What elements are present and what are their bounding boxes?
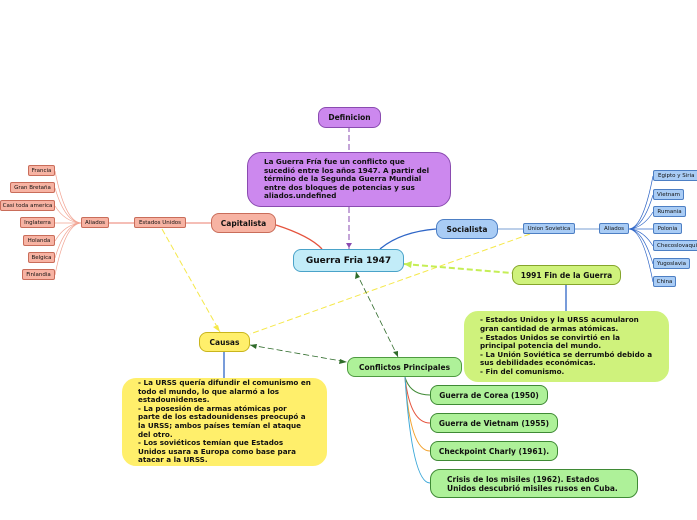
aliado-checoslovaquia[interactable]: Checoslovaquia	[653, 240, 697, 251]
conflicto-checkpoint-charly[interactable]: Checkpoint Charly (1961).	[430, 441, 558, 461]
aliados-socialista-node[interactable]: Aliados	[599, 223, 629, 234]
aliados-capitalista-node[interactable]: Aliados	[81, 217, 109, 228]
definicion-node[interactable]: Definicion	[318, 107, 381, 128]
aliado-inglaterra[interactable]: Inglaterra	[20, 217, 55, 228]
causas-text: - La URSS quería difundir el comunismo e…	[122, 378, 327, 466]
arrows-causas	[213, 325, 220, 332]
definicion-text: La Guerra Fría fue un conflicto que suce…	[247, 152, 451, 207]
link-central-fin	[403, 263, 513, 274]
conflicto-crisis-misiles[interactable]: Crisis de los misiles (1962). Estados Un…	[430, 469, 638, 498]
aliado-polonia[interactable]: Polonia	[653, 223, 682, 234]
link-causas-conflictos	[249, 344, 348, 363]
aliado-yugoslavia[interactable]: Yugoslavia	[653, 258, 690, 269]
union-sovietica-node[interactable]: Union Sovietica	[523, 223, 575, 234]
aliado-francia[interactable]: Francia	[28, 165, 55, 176]
fin-guerra-node[interactable]: 1991 Fin de la Guerra	[512, 265, 621, 285]
arrows-conflictos	[250, 272, 398, 364]
capitalista-node[interactable]: Capitalista	[211, 213, 276, 233]
link-central-conflictos	[355, 271, 399, 358]
socialista-node[interactable]: Socialista	[436, 219, 498, 239]
conflicto-vietnam[interactable]: Guerra de Vietnam (1955)	[430, 413, 558, 433]
link-conflictos-corea	[404, 376, 431, 396]
link-capitalista-causas	[161, 228, 221, 333]
conflictos-node[interactable]: Conflictos Principales	[347, 357, 462, 377]
links-capitalista-aliados	[54, 170, 82, 276]
aliado-gran-bretana[interactable]: Gran Bretaña	[10, 182, 55, 193]
arrow-definicion	[346, 243, 352, 248]
link-conflictos-charly	[404, 376, 431, 452]
aliado-belgica[interactable]: Belgica	[28, 252, 55, 263]
link-central-capitalista	[275, 224, 323, 250]
estados-unidos-node[interactable]: Estados Unidos	[134, 217, 186, 228]
aliado-holanda[interactable]: Holanda	[23, 235, 55, 246]
link-union-causas	[249, 233, 531, 335]
link-conflictos-misiles	[404, 376, 431, 484]
aliado-casi-toda-america[interactable]: Casi toda america	[0, 200, 55, 211]
arrow-fin	[404, 261, 412, 268]
fin-guerra-text: - Estados Unidos y la URSS acumularon gr…	[464, 311, 669, 382]
links-socialista-aliados	[628, 175, 654, 283]
conflicto-corea[interactable]: Guerra de Corea (1950)	[430, 385, 548, 405]
aliado-egipto-siria[interactable]: Egipto y Siria	[653, 170, 697, 181]
central-node[interactable]: Guerra Fria 1947	[293, 249, 404, 272]
link-central-socialista	[379, 228, 437, 250]
aliado-china[interactable]: China	[653, 276, 676, 287]
aliado-rumania[interactable]: Rumania	[653, 206, 686, 217]
aliado-vietnam[interactable]: Vietnam	[653, 189, 684, 200]
aliado-finlandia[interactable]: Finlandia	[22, 269, 55, 280]
causas-node[interactable]: Causas	[199, 332, 250, 352]
